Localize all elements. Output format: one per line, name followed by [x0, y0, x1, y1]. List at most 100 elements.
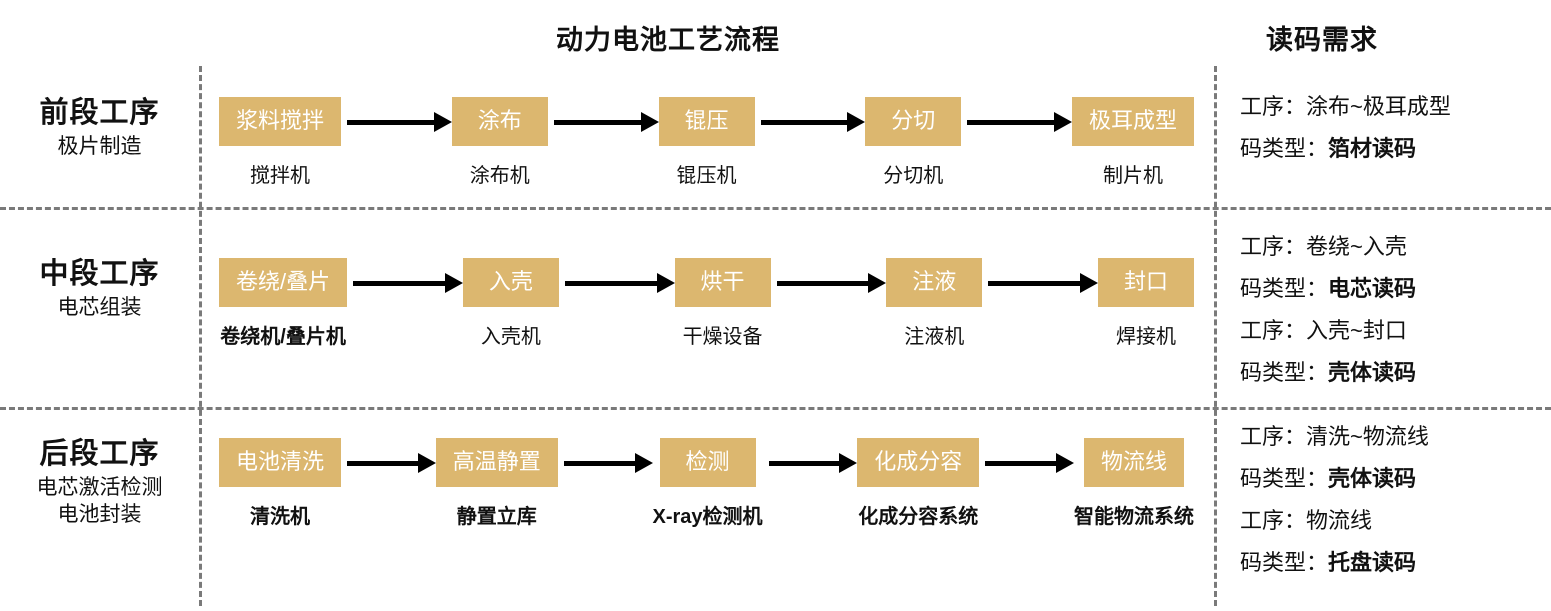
requirement-value: 托盘读码 [1328, 550, 1417, 575]
process-node[interactable]: 入壳入壳机 [462, 258, 559, 349]
process-node[interactable]: 浆料搅拌搅拌机 [219, 97, 342, 188]
stage-label-front: 前段工序 极片制造 [0, 97, 199, 161]
process-node-box[interactable]: 极耳成型 [1072, 97, 1195, 146]
process-node-box[interactable]: 注液 [886, 258, 983, 307]
process-node-box[interactable]: 涂布 [451, 97, 548, 146]
process-node-caption: 化成分容系统 [858, 506, 979, 528]
process-flow-middle: 卷绕/叠片卷绕机/叠片机 入壳入壳机 烘干干燥设备 注液注液机 封口焊接机 [219, 258, 1194, 349]
requirement-title: 读码需求 [1266, 25, 1378, 55]
requirement-value: 壳体读码 [1328, 360, 1417, 385]
process-node-caption: 制片机 [1103, 165, 1164, 187]
process-node-caption: 清洗机 [250, 506, 310, 528]
requirement-label: 工序： [1240, 424, 1307, 449]
arrow-right-icon [961, 97, 1072, 147]
arrow-right-icon [559, 258, 675, 308]
process-node-caption: X-ray检测机 [652, 506, 763, 528]
process-node-box[interactable]: 封口 [1098, 258, 1194, 307]
requirement-value: 涂布~极耳成型 [1306, 94, 1451, 119]
requirements-front: 工序：涂布~极耳成型码类型：箔材读码 [1240, 96, 1540, 160]
requirement-value: 清洗~物流线 [1306, 424, 1429, 449]
process-node-box[interactable]: 入壳 [462, 258, 559, 307]
arrow-right-icon [982, 258, 1098, 308]
requirement-line: 码类型：托盘读码 [1240, 552, 1540, 574]
process-node-box[interactable]: 浆料搅拌 [219, 97, 342, 146]
process-node[interactable]: 电池清洗清洗机 [219, 438, 342, 529]
requirement-label: 码类型： [1240, 360, 1329, 385]
process-node[interactable]: 注液注液机 [886, 258, 983, 349]
process-node-box[interactable]: 分切 [865, 97, 962, 146]
process-node-box[interactable]: 化成分容 [857, 438, 980, 487]
process-node-box[interactable]: 烘干 [674, 258, 771, 307]
process-node-caption: 锟压机 [676, 165, 737, 187]
process-node[interactable]: 检测 X-ray检测机 [653, 438, 763, 529]
requirement-line: 码类型：电芯读码 [1240, 278, 1540, 300]
requirement-line: 工序：物流线 [1240, 510, 1540, 532]
arrow-right-icon [341, 438, 436, 488]
process-node-box[interactable]: 电池清洗 [219, 438, 342, 487]
vertical-divider-right [1214, 66, 1217, 606]
requirement-value: 壳体读码 [1328, 466, 1417, 491]
vertical-divider-left [199, 66, 202, 606]
requirement-value: 卷绕~入壳 [1306, 234, 1407, 259]
process-node-caption: 卷绕机/叠片机 [220, 326, 346, 348]
requirement-line: 工序：入壳~封口 [1240, 320, 1540, 342]
stage-subtitle: 极片制造 [57, 135, 142, 159]
process-node-box[interactable]: 检测 [659, 438, 756, 487]
requirements-back: 工序：清洗~物流线码类型：壳体读码工序：物流线码类型：托盘读码 [1240, 426, 1540, 574]
stage-row-front: 前段工序 极片制造 浆料搅拌搅拌机涂布涂布机锟压锟压机分切分切机极耳成型制片机 … [0, 66, 1551, 207]
requirement-line: 工序：涂布~极耳成型 [1240, 96, 1540, 118]
horizontal-divider-1 [0, 207, 1551, 210]
process-node-box[interactable]: 锟压 [658, 97, 755, 146]
process-node-caption: 涂布机 [469, 165, 530, 187]
process-node[interactable]: 化成分容化成分容系统 [857, 438, 980, 529]
process-node[interactable]: 涂布涂布机 [451, 97, 548, 188]
stage-name: 前段工序 [39, 97, 160, 129]
process-node[interactable]: 高温静置静置立库 [435, 438, 558, 529]
process-node[interactable]: 锟压锟压机 [658, 97, 755, 188]
requirement-line: 码类型：壳体读码 [1240, 468, 1540, 490]
stage-label-back: 后段工序 电芯激活检测电池封装 [0, 438, 199, 529]
stage-row-back: 后段工序 电芯激活检测电池封装 电池清洗清洗机 高温静置静置立库 检测 X-ray检测… [0, 410, 1551, 611]
stage-row-middle: 中段工序 电芯组装 卷绕/叠片卷绕机/叠片机 入壳入壳机 烘干干燥设备 注液注液机 封口… [0, 210, 1551, 407]
requirement-label: 工序： [1240, 318, 1307, 343]
process-node-caption: 干燥设备 [682, 326, 763, 348]
arrow-right-icon [558, 438, 653, 488]
requirement-label: 码类型： [1240, 136, 1329, 161]
process-node-caption: 入壳机 [480, 326, 541, 348]
process-node-box[interactable]: 卷绕/叠片 [219, 258, 348, 307]
process-node-box[interactable]: 物流线 [1084, 438, 1185, 487]
requirement-label: 码类型： [1240, 466, 1329, 491]
flow-title: 动力电池工艺流程 [556, 25, 780, 55]
requirement-line: 码类型：壳体读码 [1240, 362, 1540, 384]
process-node-caption: 焊接机 [1116, 326, 1176, 348]
requirement-label: 工序： [1240, 94, 1307, 119]
process-node-box[interactable]: 高温静置 [435, 438, 558, 487]
process-flow-front: 浆料搅拌搅拌机 涂布涂布机 锟压锟压机 分切分切机 极耳成型制片机 [219, 97, 1195, 188]
process-node-caption: 分切机 [883, 165, 944, 187]
requirement-label: 工序： [1240, 234, 1307, 259]
arrow-right-icon [548, 97, 659, 147]
stage-subtitle: 电芯组装 [57, 296, 142, 320]
requirement-line: 工序：卷绕~入壳 [1240, 236, 1540, 258]
process-node[interactable]: 烘干干燥设备 [674, 258, 771, 349]
stage-label-middle: 中段工序 电芯组装 [0, 258, 199, 322]
requirement-label: 码类型： [1240, 276, 1329, 301]
requirement-label: 码类型： [1240, 550, 1329, 575]
requirements-middle: 工序：卷绕~入壳码类型：电芯读码工序：入壳~封口码类型：壳体读码 [1240, 236, 1540, 384]
process-node[interactable]: 分切分切机 [865, 97, 962, 188]
requirement-label: 工序： [1240, 508, 1307, 533]
requirement-value: 电芯读码 [1328, 276, 1417, 301]
process-node[interactable]: 卷绕/叠片卷绕机/叠片机 [219, 258, 348, 349]
process-node[interactable]: 物流线智能物流系统 [1074, 438, 1194, 529]
requirement-value: 箔材读码 [1328, 136, 1417, 161]
arrow-right-icon [763, 438, 858, 488]
process-node-caption: 智能物流系统 [1074, 506, 1195, 528]
stage-name: 后段工序 [39, 438, 160, 470]
process-node-caption: 搅拌机 [250, 165, 310, 187]
process-flow-back: 电池清洗清洗机 高温静置静置立库 检测 X-ray检测机 化成分容化成分容系统 物流线智能… [219, 438, 1194, 529]
arrow-right-icon [341, 97, 452, 147]
requirement-value: 入壳~封口 [1306, 318, 1407, 343]
process-node[interactable]: 极耳成型制片机 [1072, 97, 1195, 188]
process-node[interactable]: 封口焊接机 [1098, 258, 1194, 349]
